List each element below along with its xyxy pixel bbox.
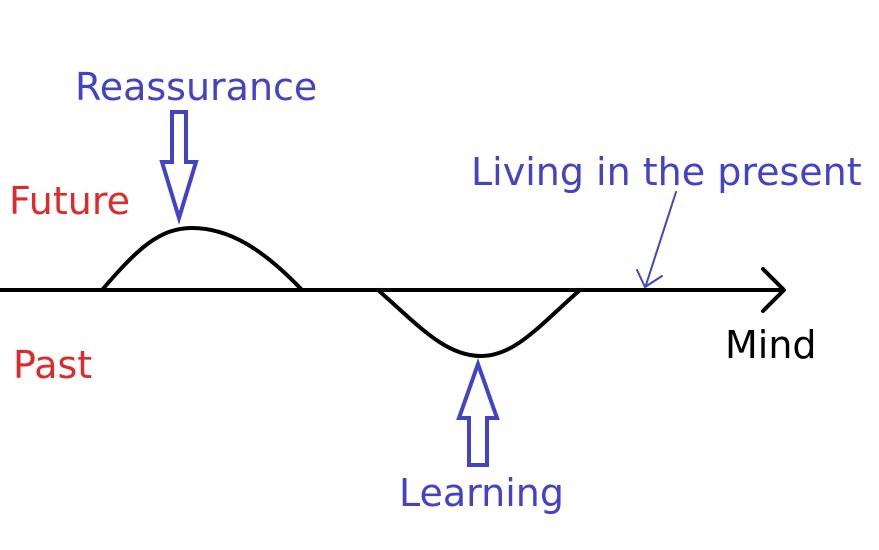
reassurance-down-arrow-icon (159, 110, 199, 225)
mind-line-arrowhead (761, 267, 786, 313)
living-in-present-label: Living in the present (471, 150, 862, 194)
mind-label: Mind (725, 323, 817, 367)
future-label: Future (9, 179, 131, 223)
present-pointer-line (645, 191, 677, 286)
reassurance-label: Reassurance (75, 65, 318, 109)
past-dip-curve (376, 288, 582, 359)
present-pointer-arrowhead-icon (636, 269, 663, 288)
future-bump-curve (100, 225, 304, 292)
past-label: Past (13, 343, 93, 387)
learning-label: Learning (399, 471, 564, 515)
learning-up-arrow-icon (456, 357, 500, 467)
